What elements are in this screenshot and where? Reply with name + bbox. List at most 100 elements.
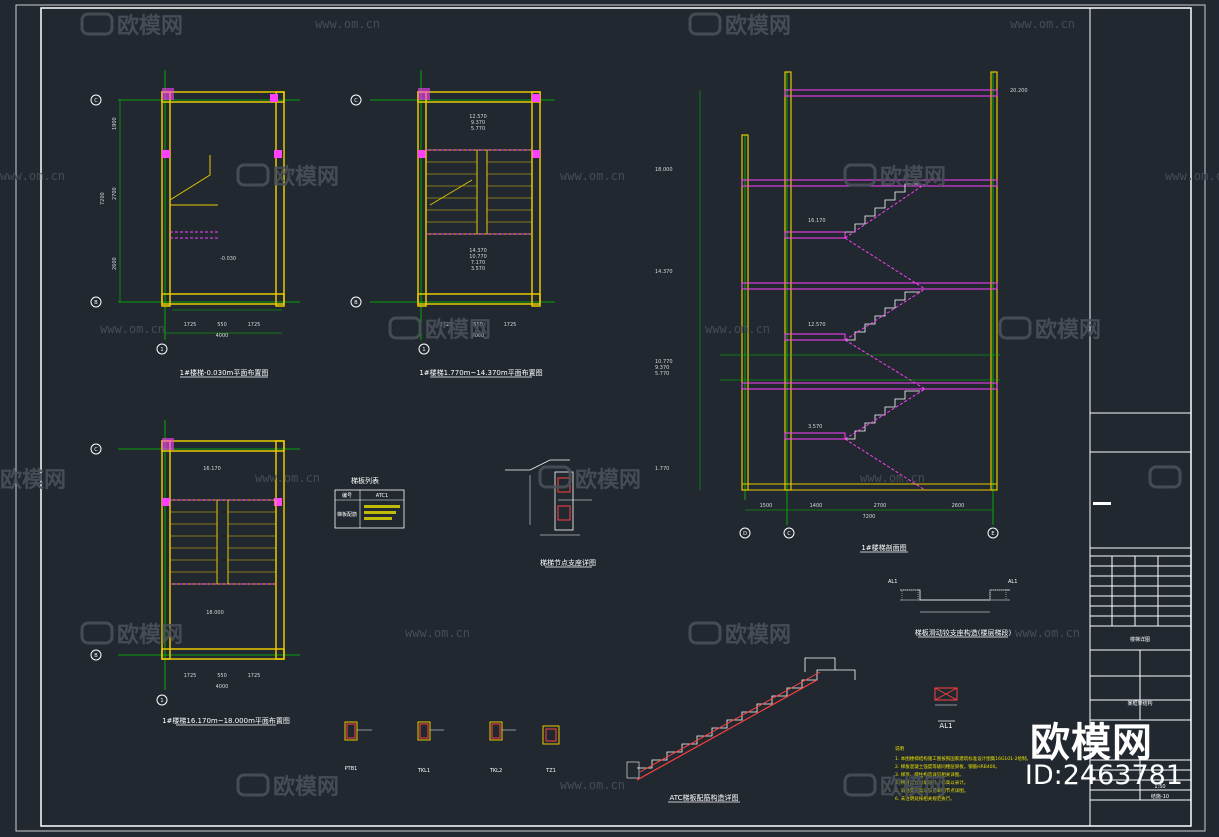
watermark-10: 欧模网 www.om.cn 欧模网 bbox=[236, 773, 946, 800]
anchor-al1-right: AL1 bbox=[1008, 579, 1017, 585]
watermark-sofa-icon bbox=[236, 773, 270, 797]
plan2-elev-top-3: 5.770 bbox=[471, 126, 485, 132]
al1-detail: AL1 bbox=[934, 687, 958, 730]
plan1-total-width: 4000 bbox=[216, 333, 229, 339]
watermark-7: 欧模网 欧模网 www.om.cn www.om.cn bbox=[0, 465, 925, 493]
outer-frame bbox=[15, 4, 1206, 832]
plan3-axis-1: 1 bbox=[160, 698, 163, 704]
beam-label-3: TKL2 bbox=[489, 768, 502, 774]
watermark-sofa-icon bbox=[688, 12, 722, 36]
beam-label-1: PTB1 bbox=[345, 766, 358, 772]
watermark-brand-1: 欧模网 bbox=[117, 13, 183, 39]
watermark-url-12: www.om.cn bbox=[560, 778, 625, 792]
plan1-axis-1: 1 bbox=[160, 347, 163, 353]
watermark-url-10: www.om.cn bbox=[405, 626, 470, 640]
watermark-sofa-icon bbox=[236, 163, 270, 187]
notes: 说明 1. 本图楼梯结构施工图按照国家建筑标准设计图集16G101-2绘制。 2… bbox=[895, 745, 1031, 802]
notes-line-2: 2. 梯板混凝土强度等级同楼层梁板，钢筋HRB400。 bbox=[895, 763, 1000, 770]
plan1-dim-left-1: 1900 bbox=[112, 117, 118, 130]
section-elev-7: 5.770 bbox=[655, 371, 669, 377]
plan2-elev-top-1: 12.570 bbox=[469, 114, 487, 120]
notes-line-6: 6. 未注明处按相关规范执行。 bbox=[895, 795, 955, 802]
title-block-drawing: 楼梯详图 bbox=[1130, 636, 1150, 643]
notes-line-3: 3. 梯梁、梯柱构造详见相关详图。 bbox=[895, 771, 964, 778]
watermark-url-9: www.om.cn bbox=[860, 471, 925, 485]
plan3-elev-top: 16.170 bbox=[203, 466, 221, 472]
watermark-brand-9: 欧模网 bbox=[117, 622, 183, 648]
section-dim-3: 2700 bbox=[874, 503, 887, 509]
watermark-sofa-icon bbox=[843, 773, 877, 797]
atc-slab-detail: ATC梯板配筋构造详图 bbox=[626, 657, 856, 803]
section-elev-4: 12.570 bbox=[808, 322, 826, 328]
slab-table-row-label: 梯板配筋 bbox=[337, 511, 357, 518]
id-overlay: ID:2463781 bbox=[1024, 760, 1183, 791]
notes-line-5: 5. 滑动支座做法详见本图节点详图。 bbox=[895, 787, 968, 794]
section-elev-2: 16.170 bbox=[808, 218, 826, 224]
plan1-title: 1#楼梯-0.030m平面布置图 bbox=[180, 368, 269, 377]
watermark-url-7: www.om.cn bbox=[705, 322, 770, 336]
plan2-dim-1: 1725 bbox=[440, 322, 453, 328]
plan3-dim-3: 1725 bbox=[248, 673, 261, 679]
plan1-dim-left-3: 2600 bbox=[112, 257, 118, 270]
beam-label-2: TKL1 bbox=[417, 768, 430, 774]
plan1-dim-3: 1725 bbox=[248, 322, 261, 328]
watermark-url-4: www.om.cn bbox=[560, 169, 625, 183]
notes-line-1: 1. 本图楼梯结构施工图按照国家建筑标准设计图集16G101-2绘制。 bbox=[895, 755, 1031, 762]
plan3-dim-1: 1725 bbox=[184, 673, 197, 679]
title-block-scale: 1:50 bbox=[1154, 784, 1165, 790]
anchor-detail: AL1 AL1 梯板滑动铰支座构造(楼层梯段) bbox=[888, 579, 1017, 638]
stair-plan-1: C B 1 1725 550 1725 4000 1900 2700 2600 … bbox=[90, 70, 300, 378]
watermark-8 bbox=[1148, 465, 1182, 489]
anchor-detail-title: 梯板滑动铰支座构造(楼层梯段) bbox=[915, 628, 1012, 637]
plan1-axis-c: C bbox=[94, 98, 98, 104]
section-dim-4: 2600 bbox=[952, 503, 965, 509]
section-axis-d: D bbox=[743, 531, 747, 537]
plan2-elev-bottom-3: 7.170 bbox=[471, 260, 485, 266]
watermark-1: 欧模网 www.om.cn bbox=[80, 12, 380, 39]
support-detail: 梯梯节点支座详图 bbox=[505, 459, 596, 568]
watermark-5: 欧模网 www.om.cn www.om.cn bbox=[100, 316, 770, 343]
plan1-dim-2: 550 bbox=[217, 322, 227, 328]
plan2-dim-2: 550 bbox=[473, 322, 483, 328]
plan2-elev-top-2: 9.370 bbox=[471, 120, 485, 126]
notes-heading: 说明 bbox=[895, 745, 904, 752]
plan2-axis-b: B bbox=[354, 300, 358, 306]
inner-frame bbox=[40, 7, 1192, 827]
section-total: 7200 bbox=[863, 514, 876, 520]
stair-section: D C E 1500 1400 2700 2600 7200 20.200 18… bbox=[655, 71, 1028, 553]
beam-label-4: TZ1 bbox=[545, 768, 556, 774]
watermark-url-5: www.om.cn bbox=[1165, 169, 1219, 183]
section-title: 1#楼梯剖面图 bbox=[861, 543, 906, 552]
watermark-url-2: www.om.cn bbox=[1010, 17, 1075, 31]
support-detail-title: 梯梯节点支座详图 bbox=[540, 558, 596, 567]
title-block-number: 结施-10 bbox=[1151, 793, 1169, 800]
watermark-sofa-icon bbox=[388, 316, 422, 340]
stair-plan-3: C B 1 16.170 18.000 1725 550 1725 4000 1… bbox=[90, 420, 300, 726]
watermarks: 欧模网 www.om.cn 欧模网 www.om.cn 欧模网 www.om.c… bbox=[0, 12, 1219, 800]
plan3-axis-b: B bbox=[94, 653, 98, 659]
section-axis-c: C bbox=[787, 531, 791, 537]
section-elev-1: 18.000 bbox=[655, 167, 673, 173]
watermark-url-6: www.om.cn bbox=[100, 322, 165, 336]
watermark-url-1: www.om.cn bbox=[315, 17, 380, 31]
watermark-brand-4: 欧模网 bbox=[880, 164, 946, 190]
brand-overlay: 欧模网 bbox=[1030, 720, 1153, 766]
plan2-title: 1#楼梯1.770m~14.370m平面布置图 bbox=[419, 368, 542, 377]
plan1-axis-b: B bbox=[94, 300, 98, 306]
plan3-total-width: 4000 bbox=[216, 684, 229, 690]
watermark-sofa-icon bbox=[538, 465, 572, 489]
watermark-sofa-icon bbox=[843, 163, 877, 187]
title-block: 某框架结构 楼梯详图 1:50 结施-10 bbox=[1089, 7, 1192, 827]
section-top-elev: 20.200 bbox=[1010, 88, 1028, 94]
watermark-brand-3: 欧模网 bbox=[273, 164, 339, 190]
section-axis-e: E bbox=[991, 531, 994, 537]
section-dim-1: 1500 bbox=[760, 503, 773, 509]
watermark-brand-5: 欧模网 bbox=[425, 317, 491, 343]
watermark-brand-2: 欧模网 bbox=[725, 13, 791, 39]
plan2-dim-3: 1725 bbox=[504, 322, 517, 328]
watermark-url-3: www.om.cn bbox=[0, 169, 65, 183]
plan3-dim-2: 550 bbox=[217, 673, 227, 679]
plan2-axis-c: C bbox=[354, 98, 358, 104]
slab-table-header-2: ATC1 bbox=[376, 493, 388, 499]
